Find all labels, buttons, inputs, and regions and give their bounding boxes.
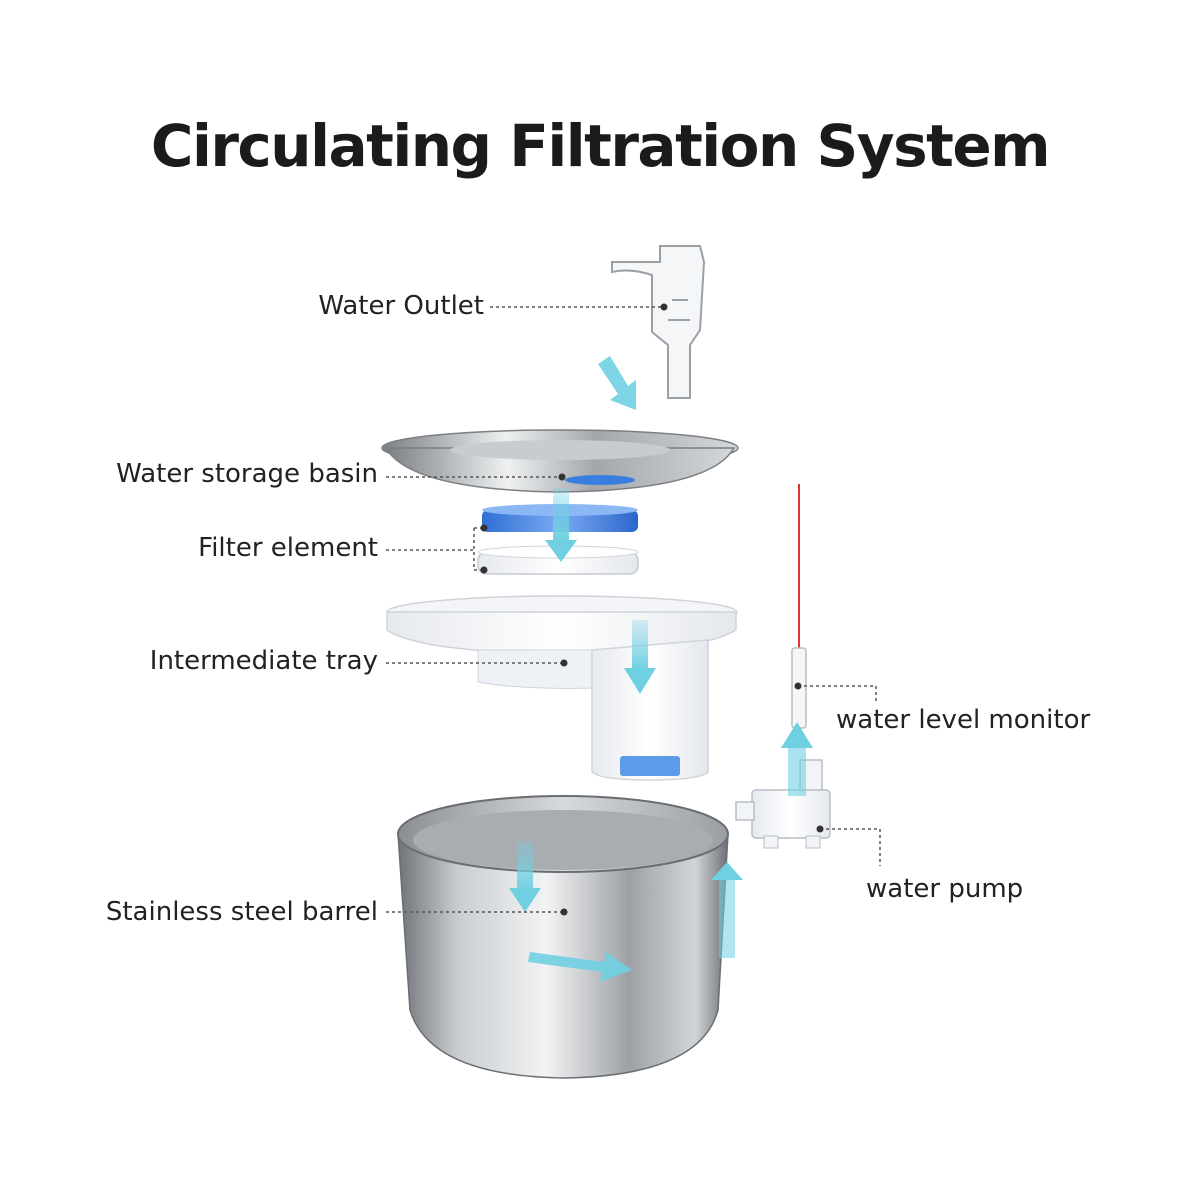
label-stainless-steel-barrel: Stainless steel barrel xyxy=(105,897,378,927)
flow-arrows xyxy=(509,356,813,982)
water-storage-basin-part xyxy=(381,429,739,493)
intermediate-tray-part xyxy=(386,595,738,781)
leader-lines xyxy=(386,306,881,913)
leader-filter-element xyxy=(386,527,484,571)
leader-water-level-monitor xyxy=(798,685,877,704)
flow-arrow-outlet xyxy=(598,356,636,410)
label-water-pump: water pump xyxy=(866,874,1024,904)
flow-arrow-monitor-up xyxy=(781,722,813,796)
label-water-outlet: Water Outlet xyxy=(318,291,484,321)
flow-arrow-tray xyxy=(624,620,656,694)
water-pump-part xyxy=(735,759,831,849)
leader-water-pump xyxy=(820,828,881,866)
water-level-monitor-part xyxy=(791,484,807,729)
leader-dots xyxy=(480,303,824,916)
diagram-title: Circulating Filtration System xyxy=(150,112,1051,180)
label-intermediate-tray: Intermediate tray xyxy=(149,646,378,676)
flow-arrow-filter xyxy=(545,488,577,562)
label-water-storage-basin: Water storage basin xyxy=(116,459,378,489)
label-water-level-monitor: water level monitor xyxy=(836,705,1091,735)
stainless-steel-barrel-part xyxy=(397,795,729,1079)
flow-arrow-barrel-right xyxy=(528,952,632,982)
flow-arrow-barrel-down xyxy=(509,842,541,912)
label-filter-element: Filter element xyxy=(198,533,378,563)
water-outlet-part xyxy=(611,245,706,399)
flow-arrow-pump-up xyxy=(711,862,743,958)
